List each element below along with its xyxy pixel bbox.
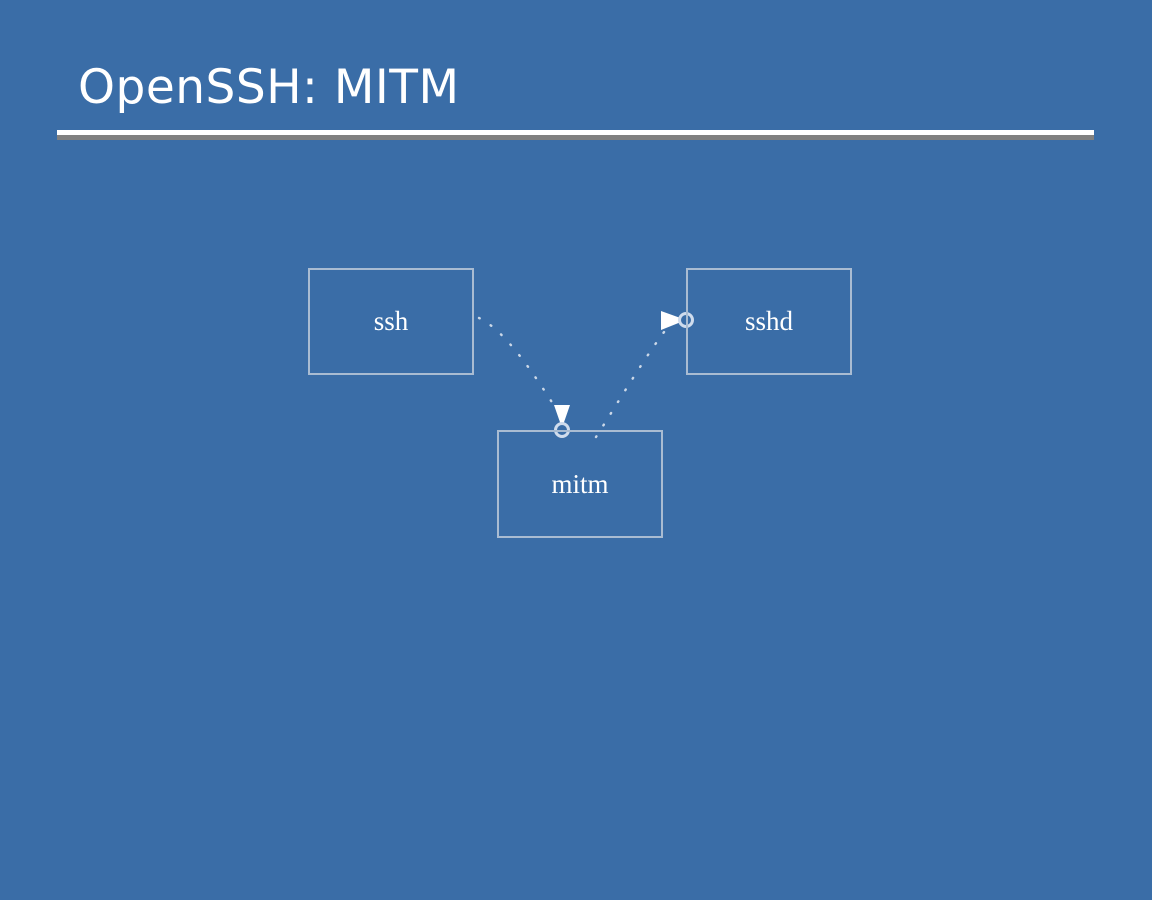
title-rule-shadow [57, 135, 1094, 140]
node-mitm[interactable]: mitm [497, 430, 663, 538]
node-mitm-label: mitm [551, 468, 609, 499]
edge-ssh-to-mitm-arrowhead [554, 405, 570, 428]
node-ssh[interactable]: ssh [308, 268, 474, 375]
edge-ssh-to-mitm-line [477, 316, 562, 417]
title-rule-highlight [57, 130, 1094, 135]
page-title: OpenSSH: MITM [78, 60, 460, 115]
node-sshd[interactable]: sshd [686, 268, 852, 375]
node-ssh-label: ssh [373, 306, 409, 336]
title-rule [57, 130, 1094, 140]
edge-mitm-to-sshd-arrowhead [661, 311, 686, 330]
node-sshd-label: sshd [744, 306, 793, 336]
edge-mitm-to-sshd-line [594, 320, 674, 439]
